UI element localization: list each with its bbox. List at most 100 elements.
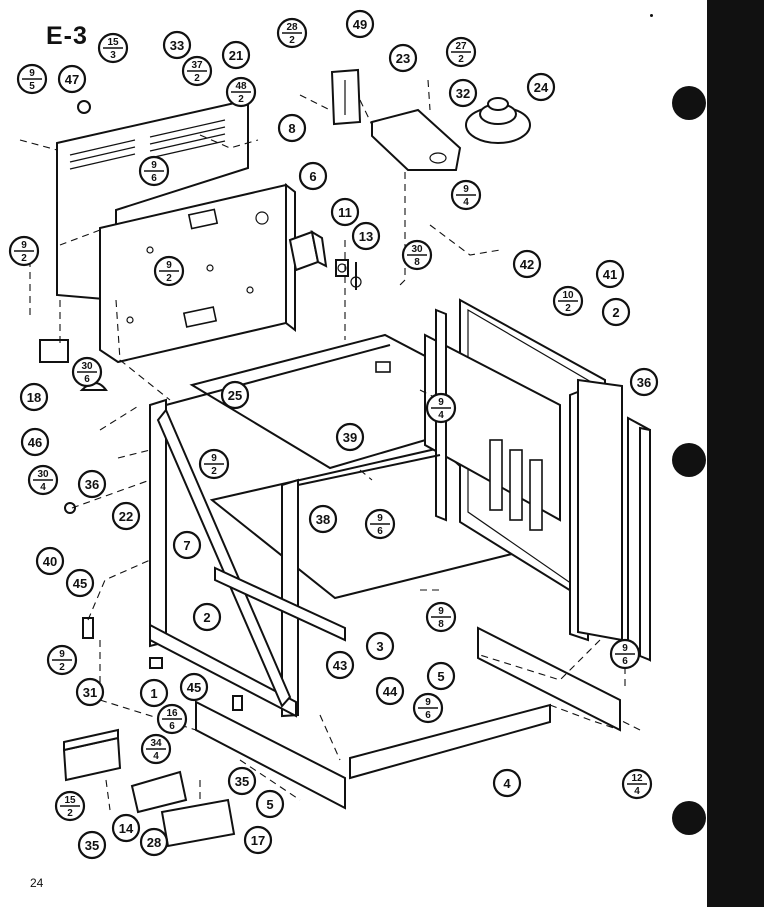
part-number-label: 21 — [229, 48, 243, 63]
fastener-code-top: 27 — [455, 41, 467, 52]
fastener-code-top: 10 — [562, 290, 574, 301]
part-number-label: 42 — [520, 257, 534, 272]
part-callout: 45 — [65, 568, 95, 598]
part-number-label: 4 — [503, 776, 511, 791]
fastener-code-bottom: 6 — [377, 526, 383, 537]
base-rail-front — [195, 700, 346, 810]
fastener-callout: 94 — [425, 392, 457, 424]
grommet — [64, 502, 76, 514]
fastener-code-bottom: 2 — [289, 35, 295, 46]
fastener-callout: 124 — [621, 768, 653, 800]
fastener-code-top: 28 — [286, 22, 298, 33]
part-callout: 21 — [221, 40, 251, 70]
bulb-socket — [335, 259, 349, 277]
fastener-code-bottom: 6 — [425, 710, 431, 721]
leveler-plate — [130, 770, 188, 814]
part-number-label: 46 — [28, 435, 42, 450]
part-number-label: 24 — [534, 80, 549, 95]
leader-lines — [19, 79, 641, 811]
part-number-label: 49 — [353, 17, 367, 32]
part-callout: 44 — [375, 676, 405, 706]
bumper — [77, 100, 91, 114]
part-callout: 41 — [595, 259, 625, 289]
fastener-callout: 95 — [16, 63, 48, 95]
part-callout: 18 — [19, 382, 49, 412]
fastener-code-top: 9 — [151, 160, 157, 171]
part-number-label: 32 — [456, 86, 470, 101]
part-callout: 42 — [512, 249, 542, 279]
fastener-code-top: 9 — [29, 68, 35, 79]
part-callout: 36 — [77, 469, 107, 499]
part-callout: 2 — [192, 602, 222, 632]
fastener-code-top: 9 — [438, 606, 444, 617]
part-number-label: 28 — [147, 835, 161, 850]
fastener-code-top: 9 — [463, 184, 469, 195]
fastener-callout: 92 — [198, 448, 230, 480]
part-callout: 11 — [330, 197, 360, 227]
dial-knob — [465, 97, 531, 144]
fastener-callout: 96 — [609, 638, 641, 670]
right-corner-post — [577, 378, 623, 642]
foot-bracket — [62, 728, 122, 782]
inner-panel — [424, 333, 561, 531]
part-number-label: 31 — [83, 685, 97, 700]
fastener-code-top: 15 — [64, 795, 76, 806]
part-callout: 49 — [345, 9, 375, 39]
part-callout: 35 — [77, 830, 107, 860]
fastener-code-bottom: 2 — [194, 73, 200, 84]
fastener-callout: 96 — [412, 692, 444, 724]
fastener-code-bottom: 2 — [238, 94, 244, 105]
spring — [82, 617, 94, 639]
fastener-code-top: 16 — [166, 708, 178, 719]
part-callout: 4 — [492, 768, 522, 798]
page-number: 24 — [30, 876, 44, 890]
fastener-code-top: 48 — [235, 81, 247, 92]
part-callout: 3 — [365, 631, 395, 661]
clip — [232, 695, 243, 711]
part-number-label: 6 — [309, 169, 316, 184]
part-callout: 14 — [111, 813, 141, 843]
fastener-code-bottom: 2 — [59, 662, 65, 673]
fastener-callout: 344 — [140, 733, 172, 765]
part-number-label: 2 — [203, 610, 210, 625]
part-number-label: 18 — [27, 390, 41, 405]
part-number-label: 36 — [637, 375, 651, 390]
fastener-code-bottom: 4 — [463, 197, 469, 208]
part-number-label: 45 — [73, 576, 87, 591]
fastener-callout: 98 — [425, 601, 457, 633]
part-callout: 6 — [298, 161, 328, 191]
part-callout: 38 — [308, 504, 338, 534]
part-number-label: 40 — [43, 554, 57, 569]
part-callout: 24 — [526, 72, 556, 102]
part-callout: 5 — [255, 789, 285, 819]
fastener-code-top: 37 — [191, 60, 203, 71]
fastener-code-top: 9 — [166, 260, 172, 271]
fastener-code-top: 34 — [150, 738, 162, 749]
fastener-code-bottom: 2 — [166, 273, 172, 284]
fastener-callout: 153 — [97, 32, 129, 64]
fastener-code-bottom: 2 — [21, 253, 27, 264]
leveling-foot — [149, 657, 163, 669]
page-right-edge-band — [707, 0, 764, 907]
part-number-label: 1 — [150, 686, 157, 701]
fastener-callout: 166 — [156, 703, 188, 735]
part-callout: 47 — [57, 64, 87, 94]
fastener-code-top: 15 — [107, 37, 119, 48]
thermostat-probe — [350, 262, 362, 290]
kick-bracket — [160, 798, 236, 848]
fastener-callout: 282 — [276, 17, 308, 49]
part-number-label: 41 — [603, 267, 617, 282]
part-callout: 46 — [20, 427, 50, 457]
part-number-label: 38 — [316, 512, 330, 527]
part-number-label: 35 — [85, 838, 99, 853]
binder-hole — [672, 443, 706, 477]
fastener-callout: 102 — [552, 285, 584, 317]
binder-hole — [672, 86, 706, 120]
part-number-label: 47 — [65, 72, 79, 87]
fastener-code-top: 9 — [59, 649, 65, 660]
part-callout: 1 — [139, 678, 169, 708]
fastener-code-bottom: 5 — [29, 81, 35, 92]
part-number-label: 23 — [396, 51, 410, 66]
